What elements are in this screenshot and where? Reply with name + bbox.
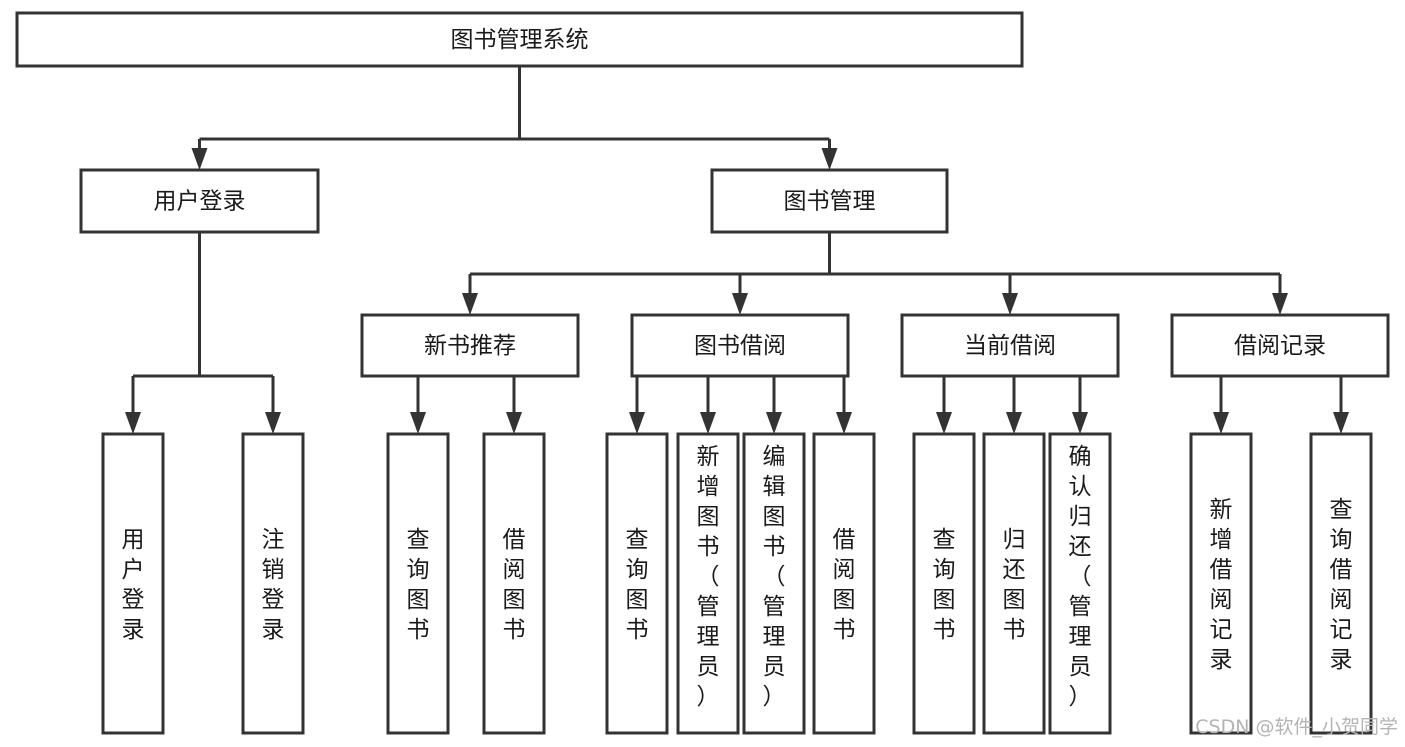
csdn-watermark: CSDN @软件_小贺同学 (1195, 716, 1398, 738)
arrow-head-icon-leaf-new-book-recommend-1 (506, 412, 522, 434)
node-box (360, 313, 580, 378)
node-label: 借阅记录 (1234, 333, 1326, 359)
arrow-head-icon-leaf-current-borrow-1 (1006, 412, 1022, 434)
node-leaf-user-login[interactable]: 用户登录 (101, 432, 165, 735)
nodes-layer: 图书管理系统用户登录图书管理新书推荐图书借阅当前借阅借阅记录用户登录注销登录查询… (15, 11, 1390, 735)
arrow-head-icon-leaf-borrow-record-0 (1213, 412, 1229, 434)
node-borrow-record[interactable]: 借阅记录 (1170, 313, 1390, 378)
node-label: 新书推荐 (424, 333, 516, 359)
node-box (605, 432, 669, 735)
node-box (386, 432, 450, 735)
node-box (912, 432, 976, 735)
node-box (1170, 313, 1390, 378)
arrow-head-icon-leaf-user-login-1 (265, 412, 281, 434)
node-leaf-add-book-admin[interactable]: 新增图书（管理员） (676, 432, 740, 735)
node-label: 用户登录 (122, 527, 145, 643)
node-label: 新增借阅记录 (1210, 497, 1233, 673)
node-label: 图书管理 (784, 189, 876, 215)
node-box (900, 313, 1120, 378)
node-book-borrow[interactable]: 图书借阅 (630, 313, 850, 378)
arrow-head-icon-l2-0 (191, 148, 208, 170)
node-leaf-edit-book-admin[interactable]: 编辑图书（管理员） (742, 432, 806, 735)
node-box (982, 432, 1046, 735)
node-box (79, 168, 320, 234)
edges-layer (125, 66, 1349, 434)
node-label: 新增图书（管理员） (697, 444, 720, 710)
node-label: 确认归还（管理员） (1069, 444, 1092, 710)
node-box (710, 168, 949, 234)
node-label: 当前借阅 (964, 333, 1056, 359)
node-user-login[interactable]: 用户登录 (79, 168, 320, 234)
node-box (676, 432, 740, 735)
node-box (742, 432, 806, 735)
node-label: 查询借阅记录 (1330, 497, 1353, 673)
node-leaf-query-book-borrow[interactable]: 查询图书 (605, 432, 669, 735)
arrow-head-icon-l3-3 (1272, 293, 1288, 315)
node-box (1048, 432, 1112, 735)
node-label: 图书借阅 (694, 333, 786, 359)
arrow-head-icon-leaf-book-borrow-1 (700, 412, 716, 434)
node-current-borrow[interactable]: 当前借阅 (900, 313, 1120, 378)
arrow-head-icon-leaf-book-borrow-2 (766, 412, 782, 434)
node-label: 用户登录 (154, 189, 246, 215)
node-label: 查询图书 (933, 527, 956, 643)
node-label: 编辑图书（管理员） (763, 444, 786, 710)
node-book-manage[interactable]: 图书管理 (710, 168, 949, 234)
node-new-book-recommend[interactable]: 新书推荐 (360, 313, 580, 378)
node-box (812, 432, 876, 735)
arrow-head-icon-l2-1 (821, 148, 838, 170)
node-leaf-return-book[interactable]: 归还图书 (982, 432, 1046, 735)
arrow-head-icon-leaf-new-book-recommend-0 (410, 412, 426, 434)
node-label: 查询图书 (626, 527, 649, 643)
node-label: 借阅图书 (503, 527, 526, 643)
node-box (1189, 432, 1253, 735)
arrow-head-icon-l3-0 (462, 293, 478, 315)
node-box (630, 313, 850, 378)
node-leaf-query-book-recommend[interactable]: 查询图书 (386, 432, 450, 735)
arrow-head-icon-leaf-book-borrow-0 (629, 412, 645, 434)
node-label: 注销登录 (262, 527, 285, 643)
node-box (241, 432, 305, 735)
node-leaf-logout-login[interactable]: 注销登录 (241, 432, 305, 735)
node-leaf-query-book-current[interactable]: 查询图书 (912, 432, 976, 735)
node-label: 借阅图书 (833, 527, 856, 643)
arrow-head-icon-l3-2 (1002, 293, 1018, 315)
node-box (482, 432, 546, 735)
arrow-head-icon-leaf-book-borrow-3 (836, 412, 852, 434)
node-leaf-add-borrow-record[interactable]: 新增借阅记录 (1189, 432, 1253, 735)
node-leaf-query-borrow-record[interactable]: 查询借阅记录 (1309, 432, 1373, 735)
node-label: 归还图书 (1003, 527, 1026, 643)
node-label: 查询图书 (407, 527, 430, 643)
node-box (101, 432, 165, 735)
node-box (1309, 432, 1373, 735)
arrow-head-icon-leaf-current-borrow-0 (936, 412, 952, 434)
arrow-head-icon-l3-1 (732, 293, 748, 315)
arrow-head-icon-leaf-current-borrow-2 (1072, 412, 1088, 434)
node-root-root[interactable]: 图书管理系统 (15, 11, 1024, 68)
node-leaf-confirm-return-admin[interactable]: 确认归还（管理员） (1048, 432, 1112, 735)
arrow-head-icon-leaf-borrow-record-1 (1333, 412, 1349, 434)
node-box (15, 11, 1024, 68)
arrow-head-icon-leaf-user-login-0 (125, 412, 141, 434)
node-label: 图书管理系统 (451, 27, 589, 53)
node-leaf-borrow-book[interactable]: 借阅图书 (812, 432, 876, 735)
node-leaf-borrow-book-recommend[interactable]: 借阅图书 (482, 432, 546, 735)
